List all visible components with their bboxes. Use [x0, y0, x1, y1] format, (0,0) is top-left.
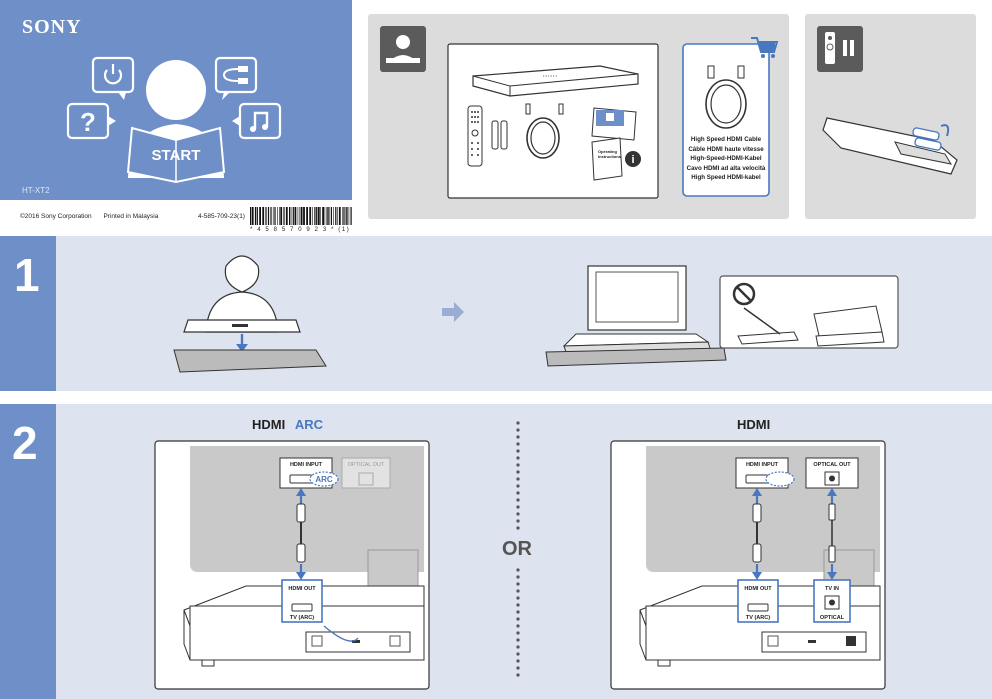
remote-with-batteries	[822, 117, 958, 175]
or-divider	[516, 421, 520, 677]
step-1-stripe	[0, 236, 56, 391]
copyright-line: ©2016 Sony Corporation Printed in Malays…	[20, 213, 168, 220]
remote-icon	[817, 26, 863, 72]
model-number: HT-XT2	[22, 186, 50, 195]
hdmi-cable-labels: High Speed HDMI Cable Câble HDMI haute v…	[683, 135, 769, 183]
step-2-stripe	[0, 404, 56, 699]
step-2-number: 2	[12, 417, 38, 469]
tilt-warning	[737, 305, 885, 347]
unit-tv-arc-label: TV (ARC)	[746, 615, 770, 621]
power-icon	[91, 56, 135, 100]
copyright: ©2016 Sony Corporation	[20, 213, 92, 220]
arc-tag: ARC	[315, 475, 333, 484]
question-icon: ?	[66, 102, 116, 140]
cable-line-en: High Speed HDMI Cable	[690, 136, 762, 143]
manual-label-2: Instructions	[598, 154, 622, 159]
printed-in: Printed in Malaysia	[103, 213, 159, 220]
part-number: 4-585-709-23(1)	[198, 213, 245, 220]
hdmi-optical-diagram: HDMI INPUT OPTICAL OUT HDMI OUT TV (ARC)…	[610, 440, 886, 690]
svg-text:?: ?	[80, 107, 96, 137]
arrow-icon	[442, 302, 464, 322]
unit-tv-in-label: TV IN	[825, 586, 839, 592]
tv-optical-out-label: OPTICAL OUT	[813, 462, 851, 468]
step-1-number: 1	[14, 249, 40, 301]
unit-hdmi-out-label: HDMI OUT	[288, 586, 316, 592]
left-heading-arc: ARC	[294, 417, 324, 432]
hdmi-arc-diagram: HDMI INPUT ARC OPTICAL OUT HDMI OUT TV (…	[154, 440, 430, 690]
tv-on-unit	[545, 265, 727, 367]
cable-icon	[214, 56, 258, 100]
tv-optical-out-label: OPTICAL OUT	[348, 462, 385, 468]
cover-panel: ? START SONY HT-XT2	[0, 0, 352, 200]
speaker-base: • • • • • •	[472, 65, 639, 97]
hdmi-cable-item	[705, 65, 747, 129]
optical-cable	[828, 503, 836, 563]
cable-line-it: Cavo HDMI ad alta velocità	[686, 164, 766, 172]
battery-insert-illustration	[817, 26, 958, 175]
barcode	[250, 207, 352, 225]
svg-text:i: i	[631, 154, 634, 166]
person-icon	[380, 26, 426, 72]
manuals-item: Operating Instructions	[591, 107, 637, 181]
remote-control-item	[467, 105, 483, 167]
prohibited-icon	[732, 282, 756, 306]
package-contents-illustration: • • • • • • Operating Instructions	[380, 26, 779, 199]
manual-label-1: Operating	[598, 149, 617, 154]
shopping-cart-icon	[751, 37, 779, 58]
cover-illustration: ? START	[66, 56, 282, 184]
step-1-illustration	[173, 255, 899, 373]
cable-line-fr: Câble HDMI haute vitesse	[688, 145, 764, 153]
music-note-icon	[232, 102, 282, 140]
start-label: START	[152, 147, 201, 164]
cable-line-de: High-Speed-HDMI-Kabel	[690, 155, 762, 162]
tv-hdmi-input-label: HDMI INPUT	[290, 462, 323, 468]
hdmi-cable	[296, 503, 306, 563]
hdmi-cable	[752, 503, 762, 563]
unit-tv-arc-label: TV (ARC)	[290, 615, 314, 621]
unit-optical-label: OPTICAL	[820, 615, 845, 621]
svg-text:• • • • • •: • • • • • •	[543, 73, 558, 78]
person-placing-unit	[173, 255, 327, 373]
brand-logo: SONY	[22, 16, 82, 38]
unit-hdmi-out-label: HDMI OUT	[744, 586, 772, 592]
batteries-item	[491, 120, 508, 150]
left-heading-hdmi: HDMI	[252, 417, 286, 432]
right-heading: HDMI	[737, 417, 771, 432]
info-icon: i	[625, 151, 641, 167]
barcode-digits: * 4 5 8 5 7 0 9 2 3 * (1)	[250, 227, 351, 233]
cable-line-nl: High Speed HDMI-kabel	[691, 174, 761, 181]
or-label: OR	[502, 538, 532, 560]
reader-figure	[126, 60, 226, 184]
left-heading: HDMI ARC	[252, 417, 323, 432]
tv-hdmi-input-label: HDMI INPUT	[746, 462, 779, 468]
optical-cable-item	[525, 103, 564, 159]
